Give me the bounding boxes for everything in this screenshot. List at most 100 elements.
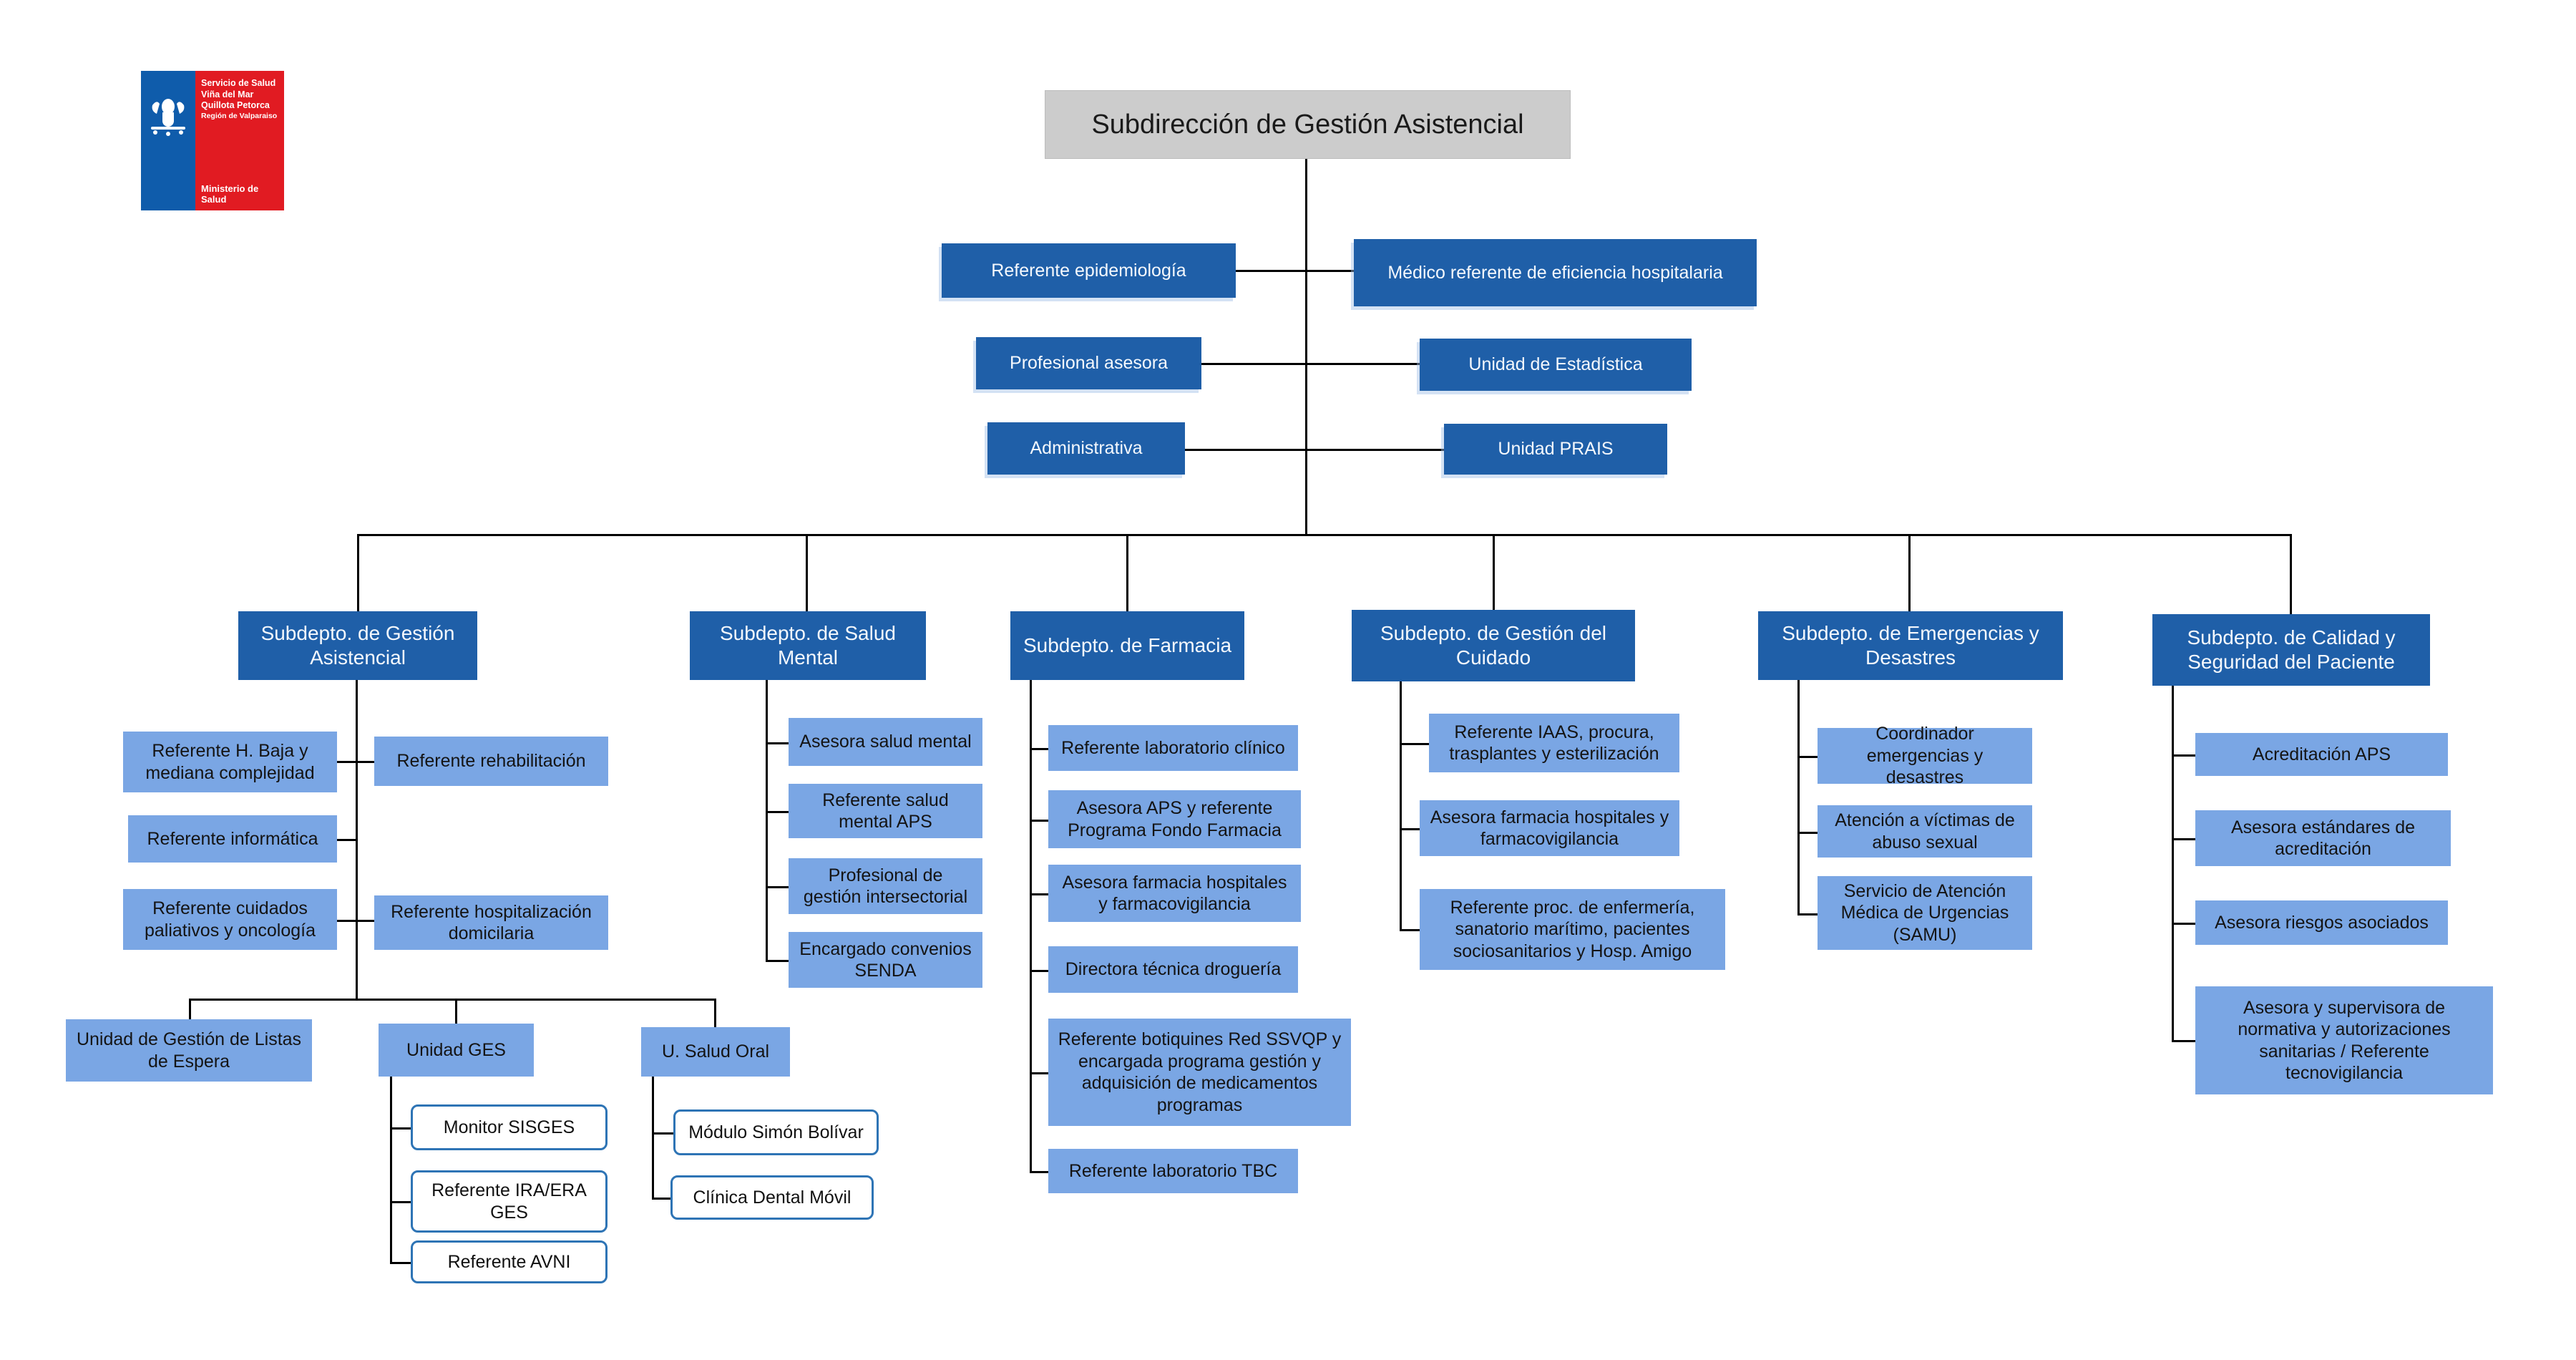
node-referente-laboratorio-tbc: Referente laboratorio TBC [1048, 1149, 1298, 1193]
connector-line [766, 811, 789, 813]
dept-salud-mental: Subdepto. de Salud Mental [690, 611, 926, 680]
logo-ministerio-label: Ministerio de Salud [201, 183, 259, 205]
connector-line [2172, 1040, 2195, 1042]
connector-line [1400, 743, 1429, 745]
node-profesional-asesora: Profesional asesora [976, 337, 1201, 389]
node-profesional-gestion-intersectorial: Profesional de gestión intersectorial [789, 858, 982, 914]
connector-line [1126, 534, 1128, 611]
connector-line [1185, 449, 1444, 451]
connector-line [390, 1127, 411, 1130]
node-referente-laboratorio-clinico: Referente laboratorio clínico [1048, 725, 1298, 771]
dept-emergencias-y-desastres: Subdepto. de Emergencias y Desastres [1758, 611, 2063, 680]
connector-line [1236, 270, 1354, 272]
connector-line [1797, 913, 1818, 915]
node-directora-tecnica-drogueria: Directora técnica droguería [1048, 946, 1298, 993]
node-coordinador-emergencias-desastres: Coordinador emergencias y desastres [1818, 724, 2032, 787]
logo-text-line: Quillota Petorca [201, 100, 270, 111]
connector-line [2172, 686, 2174, 1042]
connector-line [455, 999, 457, 1024]
node-referente-avni: Referente AVNI [411, 1240, 608, 1283]
node-referente-h-baja-mediana-complejidad: Referente H. Baja y mediana complejidad [123, 732, 337, 792]
connector-line [1400, 828, 1420, 830]
connector-line [1797, 832, 1818, 834]
node-modulo-simon-bolivar: Módulo Simón Bolívar [673, 1109, 879, 1155]
connector-line [390, 1077, 392, 1264]
connector-line [1908, 534, 1911, 611]
connector-line [766, 960, 789, 962]
connector-line [189, 999, 191, 1019]
node-referente-cuidados-paliativos-oncologia: Referente cuidados paliativos y oncologí… [123, 889, 337, 950]
node-referente-epidemiologia: Referente epidemiología [942, 243, 1236, 298]
node-encargado-convenios-senda: Encargado convenios SENDA [789, 932, 982, 988]
connector-line [189, 999, 716, 1001]
node-asesora-aps-programa-fondo-farmacia: Asesora APS y referente Programa Fondo F… [1048, 790, 1301, 848]
connector-line [1400, 929, 1420, 931]
logo-blue-panel [141, 71, 195, 210]
connector-line [806, 534, 808, 611]
logo-text-line: Región de Valparaiso [201, 111, 278, 120]
node-samu: Servicio de Atención Médica de Urgencias… [1818, 876, 2032, 950]
connector-line [390, 1262, 411, 1264]
connector-line [1030, 748, 1048, 750]
logo-text-line: Servicio de Salud [201, 78, 276, 88]
connector-line [1030, 893, 1048, 895]
coat-of-arms-icon [151, 99, 185, 136]
connector-line [1030, 1171, 1048, 1173]
node-referente-botiquines-red-ssvqp: Referente botiquines Red SSVQP y encarga… [1048, 1019, 1351, 1126]
connector-line [356, 680, 358, 1001]
node-unidad-salud-oral: U. Salud Oral [641, 1027, 790, 1077]
connector-line [1493, 534, 1495, 610]
connector-distribution-line [358, 534, 2292, 536]
connector-line [2172, 923, 2195, 925]
connector-line [337, 761, 374, 763]
dept-gestion-asistencial: Subdepto. de Gestión Asistencial [238, 611, 477, 680]
connector-line [766, 886, 789, 888]
node-acreditacion-aps: Acreditación APS [2195, 733, 2448, 776]
node-asesora-farmacia-hospitales-farmacovigilancia: Asesora farmacia hospitales y farmacovig… [1048, 865, 1301, 922]
connector-line [714, 999, 716, 1027]
connector-line [1797, 756, 1818, 758]
node-asesora-farmacia-hospitales: Asesora farmacia hospitales y farmacovig… [1420, 800, 1679, 856]
node-administrativa: Administrativa [987, 422, 1185, 475]
connector-line [2290, 534, 2292, 614]
connector-line [337, 839, 356, 841]
dept-gestion-del-cuidado: Subdepto. de Gestión del Cuidado [1352, 610, 1635, 681]
node-asesora-estandares-acreditacion: Asesora estándares de acreditación [2195, 810, 2451, 866]
node-clinica-dental-movil: Clínica Dental Móvil [670, 1175, 874, 1220]
connector-line [1030, 1072, 1048, 1074]
node-referente-informatica: Referente informática [128, 815, 337, 863]
logo-text-line: Viña del Mar [201, 89, 254, 99]
connector-line [357, 534, 359, 611]
node-monitor-sisges: Monitor SISGES [411, 1104, 608, 1150]
node-medico-referente-eficiencia-hospitalaria: Médico referente de eficiencia hospitala… [1354, 239, 1757, 306]
node-referente-ira-era-ges: Referente IRA/ERA GES [411, 1170, 608, 1233]
node-referente-hospitalizacion-domicilaria: Referente hospitalización domicilaria [374, 895, 608, 950]
node-subdireccion-gestion-asistencial: Subdirección de Gestión Asistencial [1045, 90, 1571, 159]
connector-line [1201, 363, 1420, 365]
connector-line [1797, 680, 1800, 915]
connector-line [2172, 838, 2195, 840]
connector-line [337, 920, 374, 922]
connector-line [652, 1077, 654, 1200]
connector-line [390, 1201, 411, 1203]
connector-line [766, 742, 789, 744]
logo-servicio-salud: Servicio de Salud Viña del Mar Quillota … [141, 71, 284, 210]
connector-line [652, 1198, 670, 1200]
node-unidad-de-estadistica: Unidad de Estadística [1420, 339, 1692, 391]
connector-line [652, 1132, 673, 1135]
node-unidad-ges: Unidad GES [379, 1024, 534, 1077]
connector-line [1030, 820, 1048, 822]
node-referente-proc-enfermeria: Referente proc. de enfermería, sanatorio… [1420, 889, 1725, 970]
node-unidad-gestion-listas-de-espera: Unidad de Gestión de Listas de Espera [66, 1019, 312, 1082]
node-asesora-riesgos-asociados: Asesora riesgos asociados [2195, 900, 2448, 945]
connector-line [2172, 754, 2195, 757]
connector-line [1400, 681, 1402, 931]
connector-line [1030, 970, 1048, 972]
connector-trunk [1305, 159, 1307, 534]
node-referente-iaas-procura-trasplantes: Referente IAAS, procura, trasplantes y e… [1429, 714, 1679, 772]
dept-calidad-y-seguridad: Subdepto. de Calidad y Seguridad del Pac… [2152, 614, 2430, 686]
node-referente-salud-mental-aps: Referente salud mental APS [789, 784, 982, 838]
connector-line [1030, 680, 1032, 1173]
node-unidad-prais: Unidad PRAIS [1444, 424, 1667, 475]
